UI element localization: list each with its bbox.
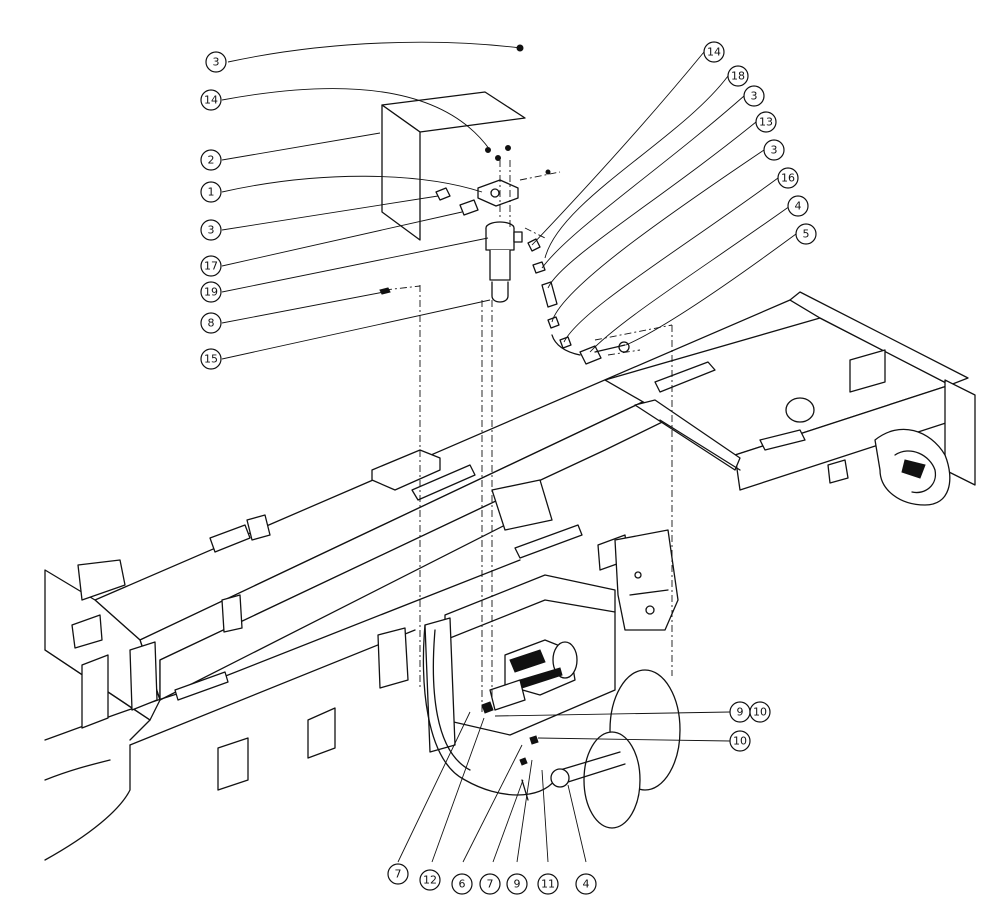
callout-bubble: 1 bbox=[200, 181, 222, 203]
leader-lines bbox=[221, 41, 797, 863]
callout-number: 14 bbox=[204, 94, 218, 107]
callout-number: 3 bbox=[213, 56, 220, 69]
callout-number: 15 bbox=[204, 353, 218, 366]
callout-bubble: 3 bbox=[205, 51, 227, 73]
callout-bubble: 16 bbox=[777, 167, 799, 189]
callout-bubble: 19 bbox=[200, 281, 222, 303]
callout-number: 4 bbox=[583, 878, 590, 891]
callout-number: 5 bbox=[803, 228, 810, 241]
callout-bubble: 12 bbox=[419, 869, 441, 891]
callout-number: 9 bbox=[737, 706, 744, 719]
callout-bubble: 10 bbox=[749, 701, 771, 723]
callout-bubble: 3 bbox=[743, 85, 765, 107]
callout-number: 18 bbox=[731, 70, 745, 83]
callout-bubble: 17 bbox=[200, 255, 222, 277]
callout-number: 8 bbox=[208, 317, 215, 330]
callout-number: 19 bbox=[204, 286, 218, 299]
callout-bubble: 8 bbox=[200, 312, 222, 334]
callout-bubble: 2 bbox=[200, 149, 222, 171]
callout-number: 1 bbox=[208, 186, 215, 199]
callout-number: 13 bbox=[759, 116, 773, 129]
callout-number: 2 bbox=[208, 154, 215, 167]
callout-number: 17 bbox=[204, 260, 218, 273]
callout-bubble: 4 bbox=[787, 195, 809, 217]
callout-bubble: 7 bbox=[479, 873, 501, 895]
callout-bubble: 13 bbox=[755, 111, 777, 133]
callout-number: 3 bbox=[751, 90, 758, 103]
callout-bubble: 15 bbox=[200, 348, 222, 370]
callout-bubble: 7 bbox=[387, 863, 409, 885]
callout-bubble: 3 bbox=[200, 219, 222, 241]
winch-assembly bbox=[422, 574, 681, 829]
callout-number: 7 bbox=[487, 878, 494, 891]
callout-number: 12 bbox=[423, 874, 437, 887]
callout-number: 10 bbox=[733, 735, 747, 748]
callout-number: 4 bbox=[795, 200, 802, 213]
callout-number: 14 bbox=[707, 46, 721, 59]
callout-number: 11 bbox=[541, 878, 555, 891]
callout-bubble: 9 bbox=[506, 873, 528, 895]
callout-number: 7 bbox=[395, 868, 402, 881]
callout-bubble: 11 bbox=[537, 873, 559, 895]
callout-bubble: 6 bbox=[451, 873, 473, 895]
callout-bubble: 4 bbox=[575, 873, 597, 895]
callout-bubble: 10 bbox=[729, 730, 751, 752]
callout-number: 3 bbox=[208, 224, 215, 237]
filter-assembly bbox=[379, 44, 630, 365]
callout-number: 10 bbox=[753, 706, 767, 719]
callout-bubble: 3 bbox=[763, 139, 785, 161]
callout-bubble: 5 bbox=[795, 223, 817, 245]
callout-number: 3 bbox=[771, 144, 778, 157]
truck-frame bbox=[44, 291, 976, 861]
callout-bubble: 14 bbox=[703, 41, 725, 63]
callout-bubble: 9 bbox=[729, 701, 751, 723]
callout-number: 16 bbox=[781, 172, 795, 185]
callout-number: 6 bbox=[459, 878, 466, 891]
callouts: 3 14 2 1 3 17 19 8 15 14 18 3 13 3 16 4 … bbox=[200, 41, 817, 895]
callout-number: 9 bbox=[514, 878, 521, 891]
callout-bubble: 18 bbox=[727, 65, 749, 87]
callout-bubble: 14 bbox=[200, 89, 222, 111]
